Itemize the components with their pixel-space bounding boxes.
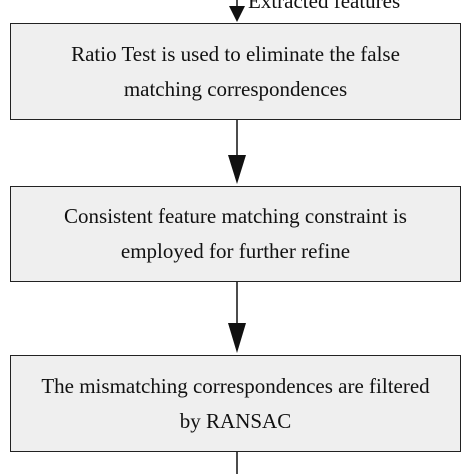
step-line: Ratio Test is used to eliminate the fals… [71,41,400,66]
step-line: employed for further refine [120,239,351,263]
arrow-1-head [228,155,246,184]
input-label: Extracted features [248,0,401,13]
step-text: Ratio Test is used to eliminate the fals… [71,37,400,107]
step-ratio-test: Ratio Test is used to eliminate the fals… [10,23,461,120]
arrow-in-head [229,6,245,22]
step-ransac-filter: The mismatching correspondences are filt… [10,355,461,452]
step-line: matching correspondences [123,76,348,101]
step-text: Consistent feature matching constraint i… [64,199,407,269]
arrow-2-head [228,323,246,353]
step-line: by RANSAC [179,408,292,433]
step-consistency-constraint: Consistent feature matching constraint i… [10,186,461,282]
step-text: The mismatching correspondences are filt… [41,369,429,439]
step-line: The mismatching correspondences are filt… [41,373,430,398]
step-line: Consistent feature matching constraint i… [64,204,407,228]
